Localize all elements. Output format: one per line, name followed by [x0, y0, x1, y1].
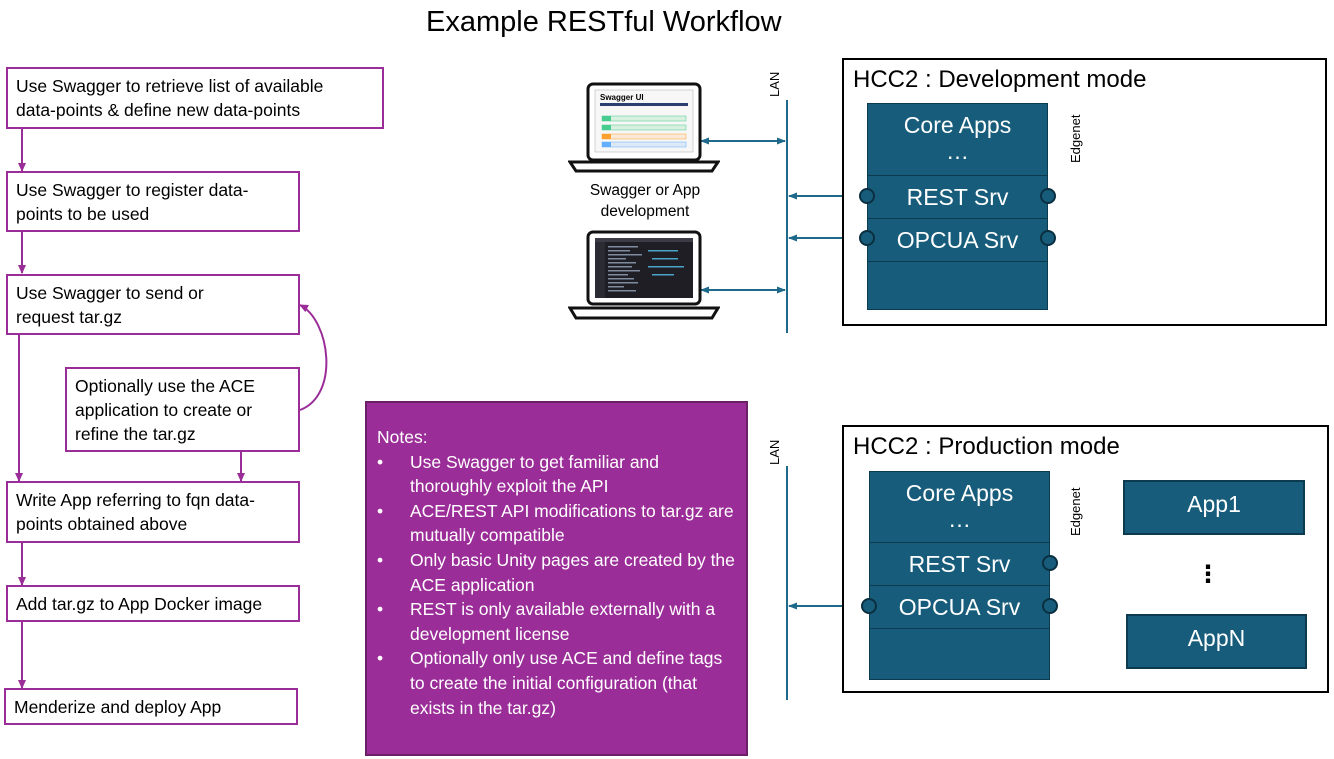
- prod-opcua-port-right: [1042, 598, 1058, 614]
- notes-item: REST is only available externally with a…: [377, 597, 736, 646]
- swagger-ui-label: Swagger UI: [600, 93, 644, 102]
- flow-step-write-app: Write App referring to fqn data- points …: [6, 481, 300, 543]
- dev-opcua-port-left: [859, 230, 875, 246]
- dev-rest-port-right: [1040, 188, 1056, 204]
- dev-rest-srv: REST Srv: [868, 176, 1047, 219]
- appn-box: AppN: [1126, 614, 1307, 669]
- laptop-swagger-icon: Swagger UI: [568, 82, 720, 173]
- prod-opcua-srv: OPCUA Srv: [870, 586, 1049, 629]
- hcc2-dev-title: HCC2 : Development mode: [853, 66, 1147, 93]
- dev-core-apps-cell: Core Apps …: [868, 104, 1047, 176]
- prod-rest-srv: REST Srv: [870, 543, 1049, 586]
- flow-step-retrieve-datapoints: Use Swagger to retrieve list of availabl…: [6, 67, 384, 129]
- prod-core-apps-cell: Core Apps …: [870, 472, 1049, 543]
- dev-opcua-srv: OPCUA Srv: [868, 219, 1047, 262]
- diagram-title: Example RESTful Workflow: [426, 6, 782, 38]
- prod-core-apps-label: Core Apps: [905, 480, 1014, 506]
- prod-service-stack: Core Apps … REST Srv OPCUA Srv: [869, 471, 1050, 680]
- notes-item: ACE/REST API modifications to tar.gz are…: [377, 499, 736, 548]
- dev-opcua-port-right: [1040, 230, 1056, 246]
- flow-step-optional-ace: Optionally use the ACE application to cr…: [65, 367, 300, 452]
- edgenet-label-dev: Edgenet: [1068, 114, 1083, 163]
- notes-list: Use Swagger to get familiar and thorough…: [377, 450, 736, 721]
- apps-vertical-ellipsis: ⋮: [1196, 561, 1220, 588]
- dev-core-apps-label: Core Apps: [903, 112, 1012, 138]
- prod-ellipsis: …: [948, 506, 971, 532]
- dev-service-stack: Core Apps … REST Srv OPCUA Srv: [867, 103, 1048, 310]
- notes-item: Optionally only use ACE and define tags …: [377, 646, 736, 720]
- flow-step-menderize: Menderize and deploy App: [4, 688, 298, 725]
- notes-heading: Notes:: [377, 427, 428, 447]
- dev-rest-port-left: [859, 188, 875, 204]
- flow-step-register-datapoints: Use Swagger to register data- points to …: [6, 171, 300, 232]
- flow-step-add-tar: Add tar.gz to App Docker image: [6, 585, 300, 622]
- laptop-ide-icon: [568, 230, 720, 320]
- hcc2-prod-title: HCC2 : Production mode: [853, 433, 1120, 460]
- dev-ellipsis: …: [946, 138, 969, 164]
- flow-step-send-tar: Use Swagger to send or request tar.gz: [6, 274, 300, 335]
- edgenet-label-prod: Edgenet: [1068, 487, 1083, 536]
- prod-opcua-port-left: [861, 598, 877, 614]
- lan-label-prod: LAN: [767, 439, 782, 465]
- laptops-caption: Swagger or App development: [589, 182, 701, 220]
- notes-panel: Notes: Use Swagger to get familiar and t…: [365, 401, 748, 756]
- lan-label-dev: LAN: [767, 71, 782, 97]
- app1-box: App1: [1123, 480, 1305, 535]
- prod-rest-port-right: [1042, 555, 1058, 571]
- flow-loop-arrow: [299, 304, 328, 411]
- notes-item: Only basic Unity pages are created by th…: [377, 548, 736, 597]
- notes-item: Use Swagger to get familiar and thorough…: [377, 450, 736, 499]
